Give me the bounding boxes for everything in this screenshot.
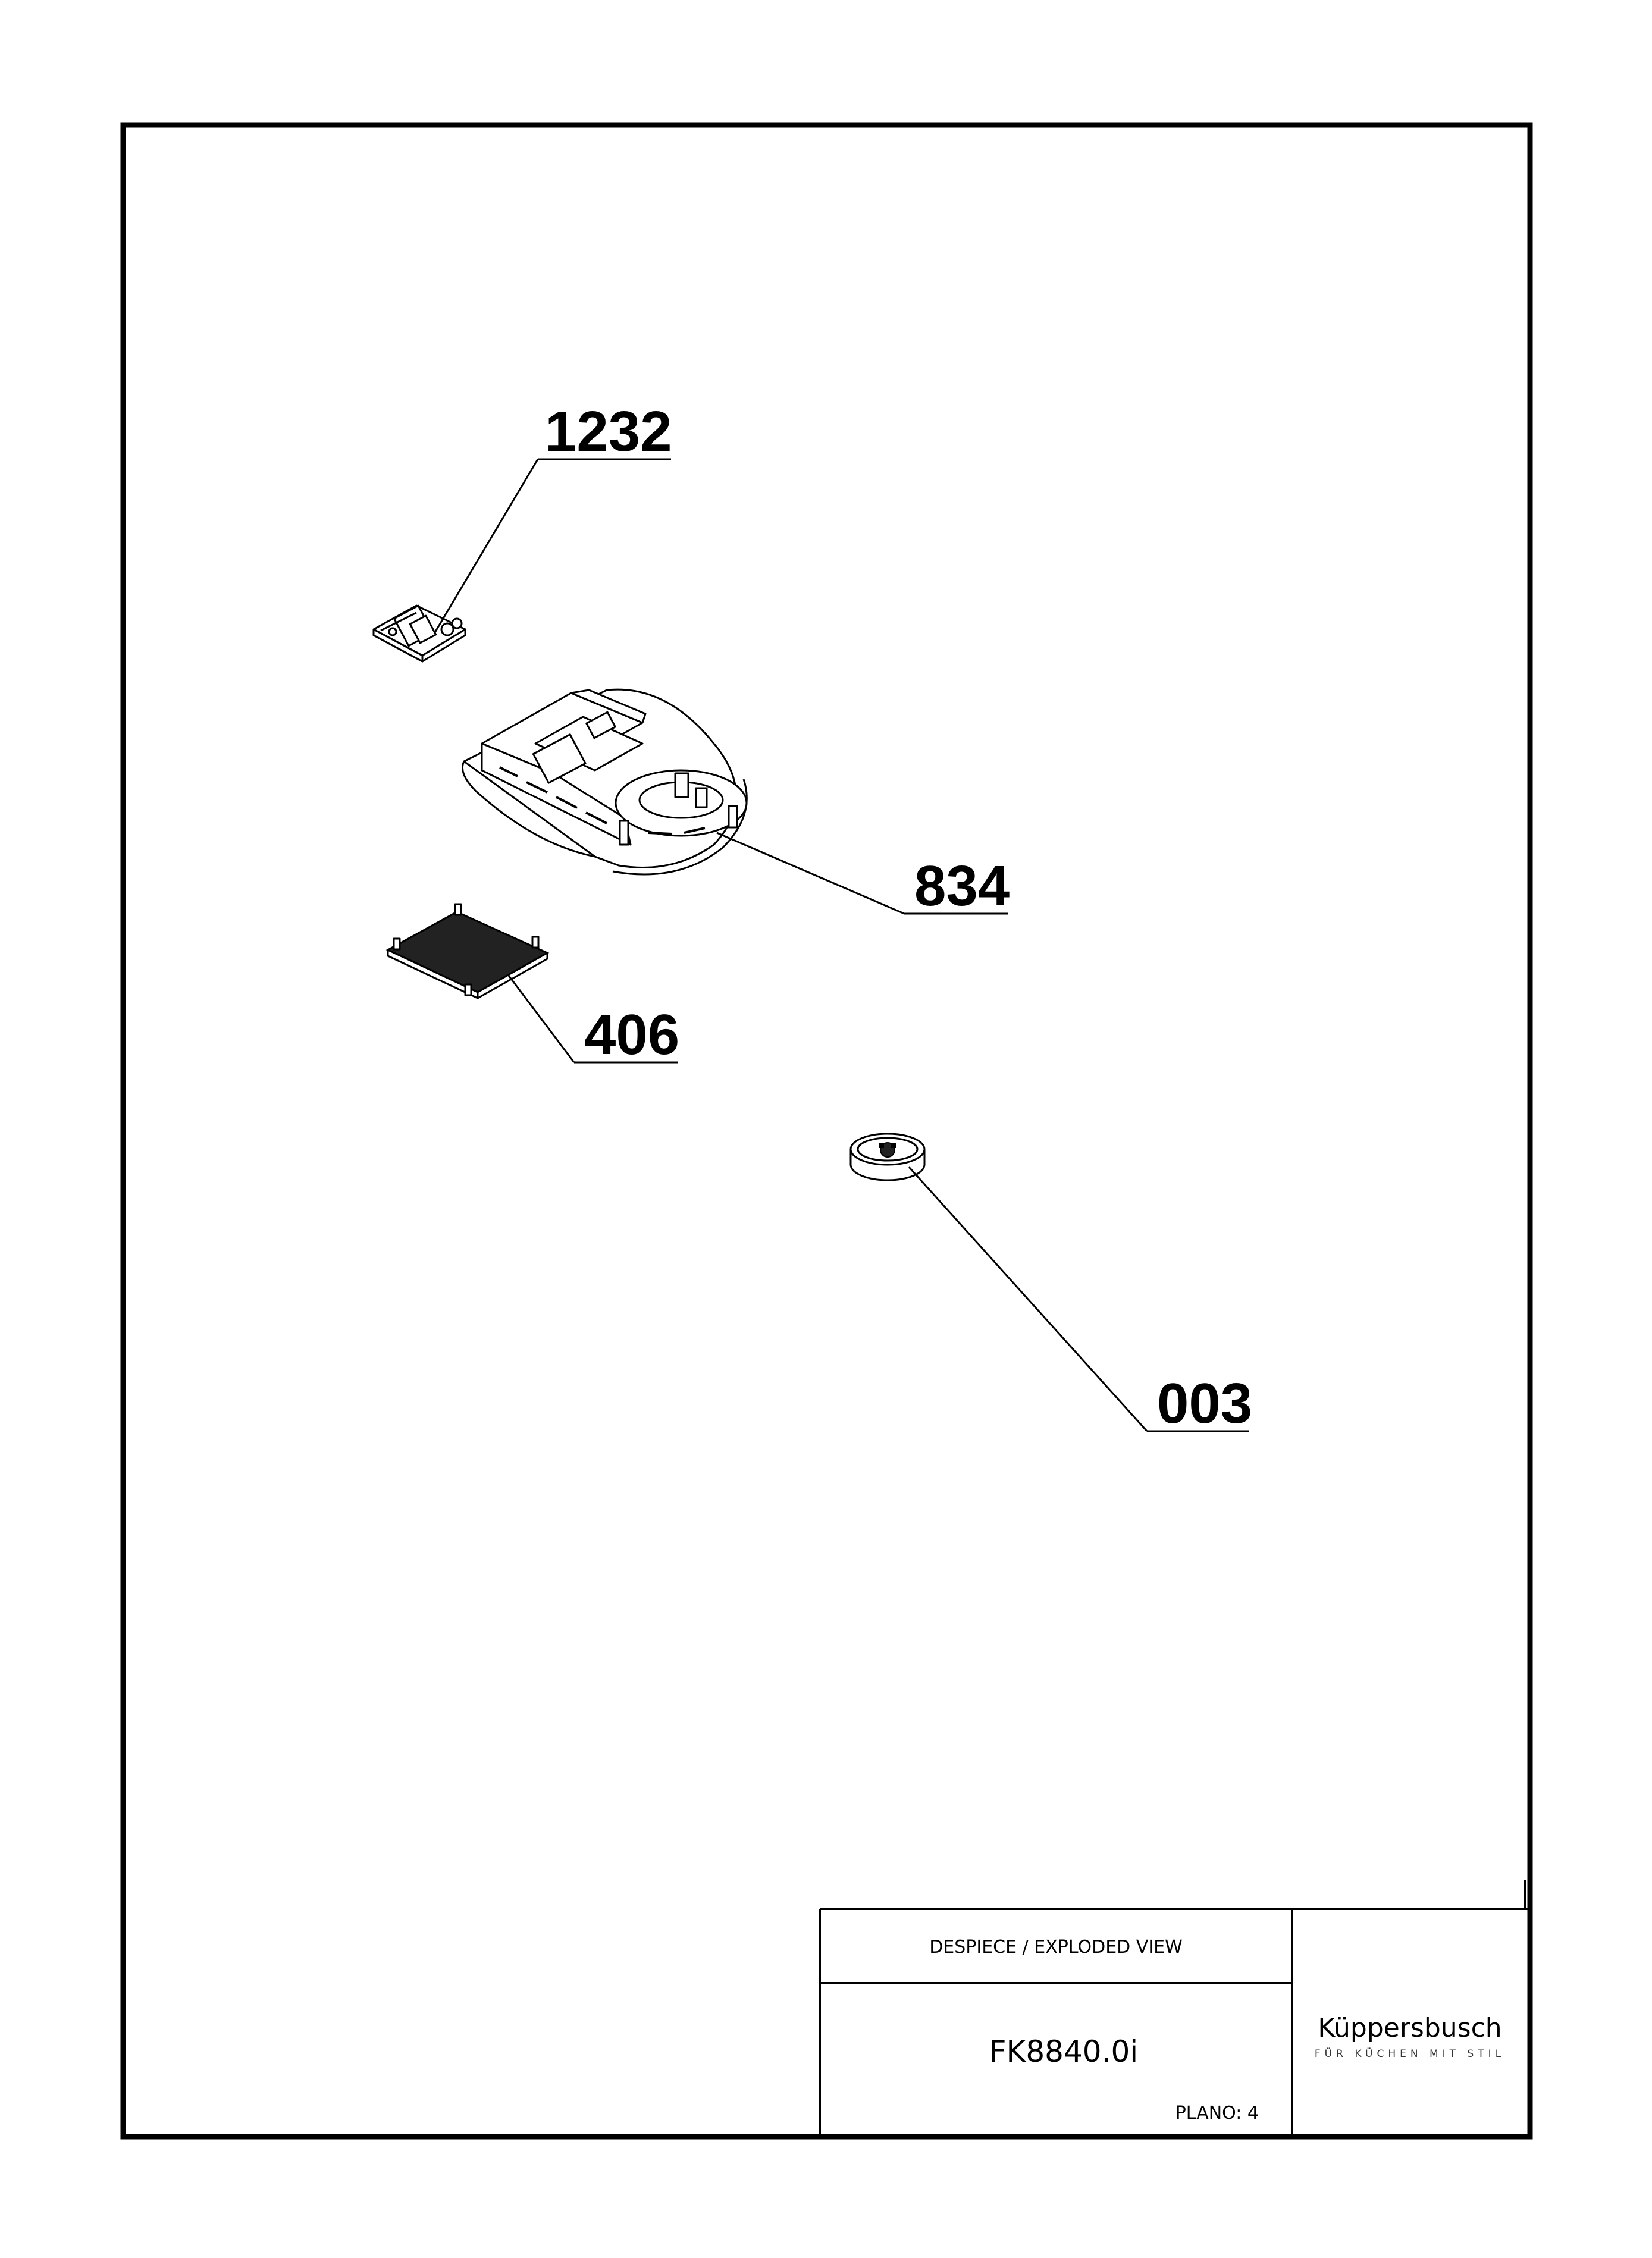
callout-label-003: 003 — [1157, 1372, 1252, 1435]
title-block: DESPIECE / EXPLODED VIEW FK8840.0i PLANO… — [819, 1880, 1530, 2137]
title-block-model: FK8840.0i — [989, 2034, 1138, 2069]
callout-834: 834 — [716, 832, 1010, 918]
callout-label-834: 834 — [914, 854, 1010, 918]
callout-label-406: 406 — [584, 1003, 679, 1067]
callout-label-1232: 1232 — [545, 400, 672, 463]
callout-003: 003 — [908, 1166, 1252, 1435]
part-406-filter — [385, 903, 550, 999]
brand-logo-tagline: FÜR KÜCHEN MIT STIL — [1315, 2047, 1505, 2060]
part-1232-pcb — [372, 604, 466, 663]
callout-406: 406 — [507, 975, 679, 1067]
part-003-ring — [849, 1133, 926, 1181]
callout-1232: 1232 — [433, 400, 672, 634]
title-block-plano: PLANO: 4 — [1175, 2103, 1259, 2124]
drawing-frame — [120, 122, 1533, 2140]
brand-logo-name: Küppersbusch — [1318, 2013, 1501, 2043]
title-block-title: DESPIECE / EXPLODED VIEW — [929, 1937, 1183, 1958]
part-834-housing — [462, 688, 748, 876]
